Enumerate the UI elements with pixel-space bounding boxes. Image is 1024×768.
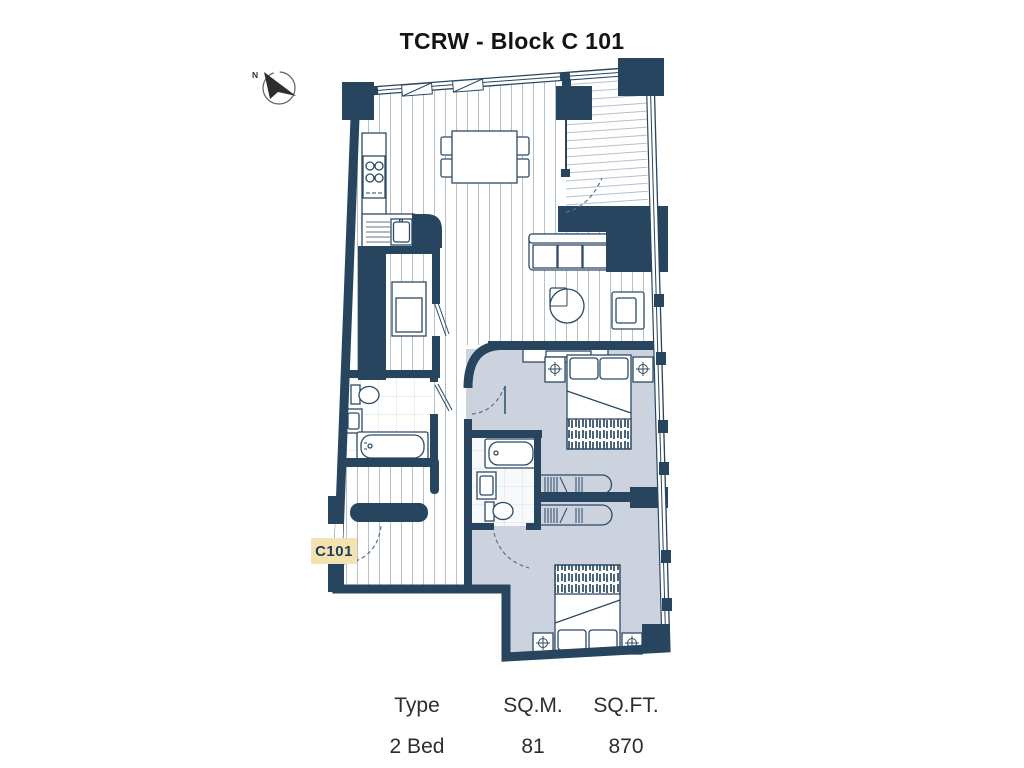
window-opening-tab xyxy=(401,82,433,97)
kitchen-sink-icon xyxy=(366,218,413,246)
armchair xyxy=(611,291,645,330)
bedroom1-door-arc xyxy=(471,387,505,415)
table-header-type: Type xyxy=(394,694,440,717)
lamp-icon xyxy=(548,362,650,376)
table-header-sqft: SQ.FT. xyxy=(593,694,659,717)
page-title: TCRW - Block C 101 xyxy=(399,28,625,54)
ensuite-basin-icon xyxy=(476,471,497,500)
hob-icon xyxy=(362,155,386,199)
wardrobe-rails xyxy=(539,474,613,526)
table-cell-sqft: 870 xyxy=(608,735,644,758)
toilet-icon xyxy=(350,384,380,405)
windows xyxy=(334,67,669,641)
dining-table xyxy=(451,130,518,184)
dining-chairs xyxy=(440,136,530,178)
ensuite-toilet-icon xyxy=(484,501,514,522)
sofa xyxy=(528,233,612,271)
round-table-and-chair xyxy=(549,287,585,324)
wall-piers xyxy=(328,58,672,652)
door-leaves xyxy=(433,299,506,414)
unit-number-badge: C101 xyxy=(311,538,357,564)
summary-table-header: Type SQ.M. SQ.FT. xyxy=(352,694,672,718)
basin-icon xyxy=(344,408,363,434)
ensuite-bathtub-icon xyxy=(484,438,538,469)
summary-table-row: 2 Bed 81 870 xyxy=(352,735,672,759)
compass-north-label: N xyxy=(252,70,258,80)
terrace-door-arc xyxy=(565,177,603,213)
window-opening-tab xyxy=(452,78,484,93)
furniture xyxy=(344,130,654,655)
terrace-glazing xyxy=(560,79,571,216)
table-header-sqm: SQ.M. xyxy=(503,694,563,717)
washer-icon xyxy=(391,281,427,337)
table-cell-type: 2 Bed xyxy=(389,735,445,758)
bed-1 xyxy=(544,354,654,450)
compass-icon: N xyxy=(252,70,296,105)
north-arrow-icon xyxy=(264,72,296,99)
bathtub-icon xyxy=(356,431,429,462)
table-cell-sqm: 81 xyxy=(521,735,545,758)
